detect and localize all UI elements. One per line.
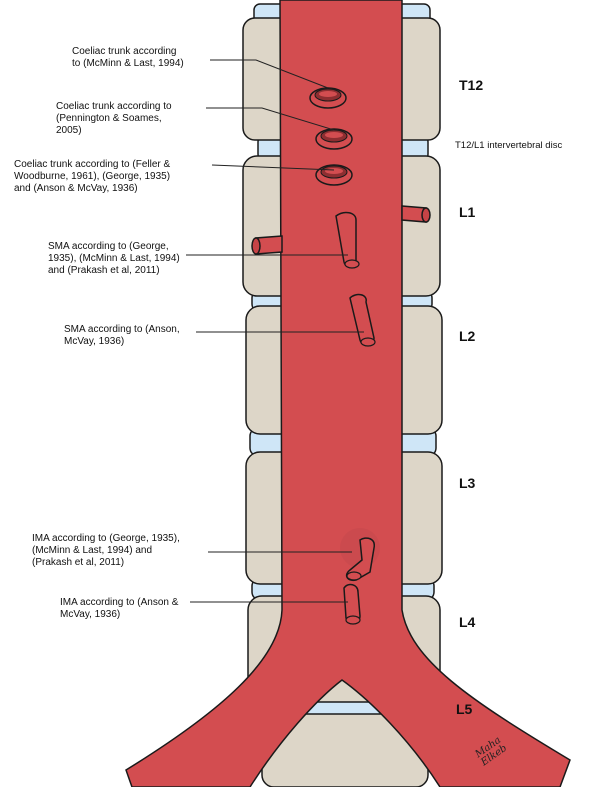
coeliac-origin-pennington — [316, 129, 352, 149]
callout-sma-anson: SMA according to (Anson, McVay, 1936) — [64, 324, 180, 348]
callout-coeliac-feller: Coeliac trunk according to (Feller & Woo… — [14, 159, 170, 195]
callout-ima-anson: IMA according to (Anson & McVay, 1936) — [60, 597, 178, 621]
label-l5: L5 — [456, 701, 472, 717]
callout-coeliac-pennington: Coeliac trunk according to (Pennington &… — [56, 101, 172, 137]
callout-coeliac-mcminn: Coeliac trunk according to (McMinn & Las… — [72, 46, 184, 70]
label-l1: L1 — [459, 204, 475, 220]
coeliac-origin-feller — [316, 165, 352, 185]
label-l2: L2 — [459, 328, 475, 344]
callout-sma-george: SMA according to (George, 1935), (McMinn… — [48, 241, 180, 277]
label-t12-l1-disc: T12/L1 intervertebral disc — [455, 140, 562, 151]
coeliac-origin-mcminn — [310, 88, 346, 108]
label-t12: T12 — [459, 77, 483, 93]
label-l4: L4 — [459, 614, 475, 630]
label-l3: L3 — [459, 475, 475, 491]
aorta — [126, 0, 570, 787]
callout-ima-george: IMA according to (George, 1935), (McMinn… — [32, 533, 180, 569]
